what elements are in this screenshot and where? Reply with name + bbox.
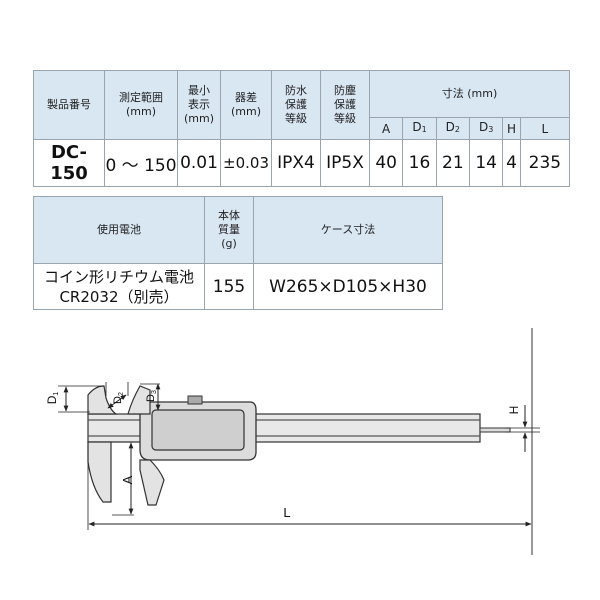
svg-text:D1: D1	[45, 392, 60, 405]
label-d3: D3	[145, 390, 158, 402]
value-error: ±0.03	[220, 139, 272, 187]
dim-header-d3: D3	[468, 117, 504, 140]
dim-header-l: L	[519, 117, 571, 140]
moving-upper-jaw	[127, 385, 151, 415]
value-waterproof: IPX4	[271, 139, 321, 187]
accessory-table: 使用電池 本体 質量 (g) ケース寸法 コイン形リチウム電池 CR2032（別…	[33, 196, 443, 310]
header-error: 器差 (mm)	[220, 70, 272, 140]
battery-type: コイン形リチウム電池	[43, 267, 194, 286]
label-d1: D1	[45, 392, 60, 405]
value-range: 0 ～ 150	[104, 139, 178, 187]
label-h: H	[507, 406, 521, 415]
header-dimensions: 寸法 (mm)	[369, 70, 570, 118]
dim-header-h: H	[502, 117, 521, 140]
thumb-roller	[187, 395, 203, 405]
label-a: A	[120, 475, 135, 484]
dim-header-d2: D2	[435, 117, 470, 140]
value-model: DC-150	[33, 139, 105, 187]
value-weight: 155	[204, 263, 254, 310]
battery-model: CR2032（別売）	[59, 287, 179, 306]
value-dim-d2: 21	[435, 139, 470, 187]
lcd-display	[151, 409, 245, 451]
header-dustproof: 防塵 保護 等級	[320, 70, 370, 140]
header-resolution: 最小 表示 (mm)	[177, 70, 221, 140]
caliper-dimension-drawing: A D1 D2 D3 H L	[45, 328, 540, 555]
dim-header-d1: D1	[402, 117, 437, 140]
header-weight: 本体 質量 (g)	[204, 196, 254, 264]
value-resolution: 0.01	[177, 139, 221, 187]
header-waterproof: 防水 保護 等級	[271, 70, 321, 140]
dim-header-a: A	[368, 117, 404, 140]
value-dustproof: IP5X	[320, 139, 370, 187]
fixed-lower-jaw	[87, 441, 112, 503]
value-dim-a: 40	[368, 139, 404, 187]
header-range: 測定範囲 (mm)	[104, 70, 178, 140]
depth-rod	[479, 427, 511, 433]
spec-table: 製品番号 測定範囲 (mm) 最小 表示 (mm) 器差 (mm) 防水 保護 …	[33, 70, 571, 187]
svg-text:D3: D3	[145, 390, 158, 402]
label-l: L	[283, 505, 290, 520]
header-model: 製品番号	[33, 70, 105, 140]
value-dim-d3: 14	[468, 139, 504, 187]
header-case: ケース寸法	[253, 196, 443, 264]
header-battery: 使用電池	[33, 196, 205, 264]
value-dim-h: 4	[502, 139, 521, 187]
moving-lower-jaw	[139, 459, 165, 506]
value-dim-d1: 16	[402, 139, 437, 187]
value-case: W265×D105×H30	[253, 263, 443, 310]
label-d2: D2	[112, 392, 125, 404]
value-battery: コイン形リチウム電池 CR2032（別売）	[33, 263, 205, 310]
d2-dimension-line	[107, 394, 127, 409]
value-dim-l: 235	[519, 139, 571, 187]
svg-text:D2: D2	[112, 392, 125, 404]
